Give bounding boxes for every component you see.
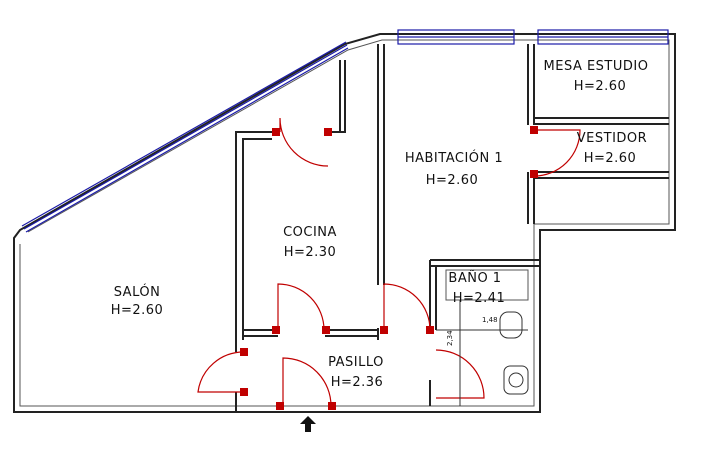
room-name-salon: SALÓN	[114, 284, 161, 300]
dimension-bath-depth: 2,34	[446, 330, 454, 346]
room-label-bano: BAÑO 1 H=2.41	[448, 270, 506, 306]
room-name-mesa-estudio: MESA ESTUDIO	[544, 59, 649, 74]
room-height-vestidor: H=2.60	[584, 151, 637, 166]
windows	[21, 29, 669, 233]
room-label-mesa-estudio: MESA ESTUDIO H=2.60	[544, 59, 649, 94]
room-height-pasillo: H=2.36	[331, 375, 384, 390]
room-label-habitacion: HABITACIÓN 1 H=2.60	[405, 150, 503, 188]
room-label-pasillo: PASILLO H=2.36	[328, 355, 384, 390]
room-name-habitacion: HABITACIÓN 1	[405, 150, 503, 166]
room-height-salon: H=2.60	[111, 303, 164, 318]
room-label-cocina: COCINA H=2.30	[283, 225, 337, 260]
room-name-bano: BAÑO 1	[448, 270, 501, 286]
exterior-walls	[13, 33, 676, 413]
room-height-mesa-estudio: H=2.60	[574, 79, 627, 94]
interior-walls	[235, 44, 669, 412]
dimension-bath-width: 1,48	[482, 316, 498, 324]
room-label-vestidor: VESTIDOR H=2.60	[577, 131, 647, 166]
doors	[197, 117, 581, 410]
room-height-bano: H=2.41	[453, 291, 506, 306]
room-height-habitacion: H=2.60	[426, 173, 479, 188]
room-label-salon: SALÓN H=2.60	[111, 284, 164, 318]
entrance-arrow-icon	[300, 416, 316, 432]
bathroom-fixtures	[436, 300, 529, 406]
room-name-pasillo: PASILLO	[328, 355, 384, 370]
room-height-cocina: H=2.30	[284, 245, 337, 260]
room-name-vestidor: VESTIDOR	[577, 131, 647, 146]
room-name-cocina: COCINA	[283, 225, 337, 240]
